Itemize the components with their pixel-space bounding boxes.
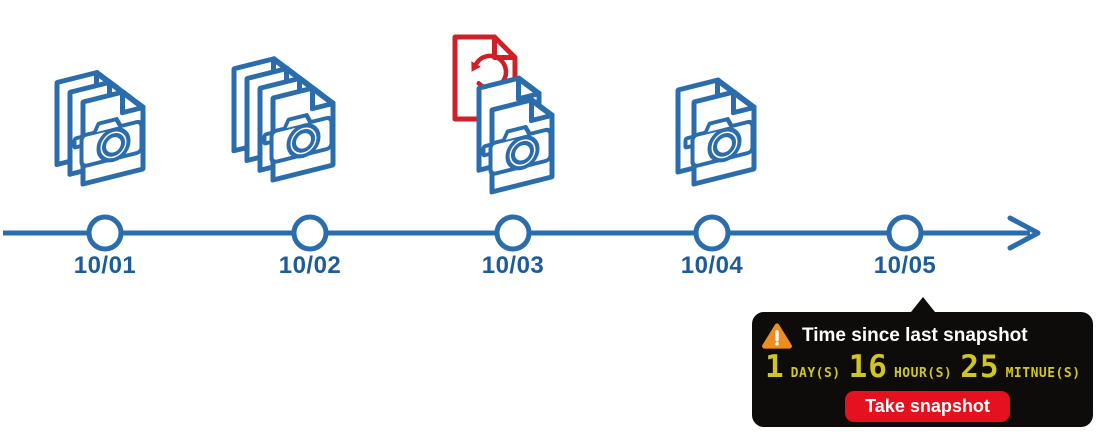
date-label-10-03: 10/03 — [481, 252, 545, 279]
date-label-10-01: 10/01 — [73, 252, 137, 279]
date-label-10-02: 10/02 — [278, 252, 342, 279]
elapsed-minutes-value: 25 — [960, 349, 1000, 385]
elapsed-days-value: 1 — [765, 349, 785, 385]
timeline-node-10-04 — [693, 214, 731, 252]
restore-arrow-document-icon — [450, 28, 558, 200]
elapsed-days-unit: DAY(S) — [790, 366, 841, 381]
warning-triangle-icon — [762, 323, 792, 349]
camera-document-icon — [46, 58, 148, 190]
date-label-10-05: 10/05 — [873, 252, 937, 279]
date-label-10-04: 10/04 — [680, 252, 744, 279]
tooltip-title: Time since last snapshot — [802, 325, 1028, 346]
elapsed-hours-unit: HOUR(S) — [893, 366, 953, 381]
timeline-node-10-05 — [886, 214, 924, 252]
camera-document-icon — [668, 74, 762, 192]
timeline-node-10-03 — [494, 214, 532, 252]
timeline-node-10-01 — [86, 214, 124, 252]
tooltip-pointer — [911, 297, 935, 312]
time-since-snapshot-tooltip: Time since last snapshot 1 DAY(S) 16 HOU… — [752, 297, 1093, 427]
take-snapshot-button[interactable]: Take snapshot — [845, 391, 1010, 422]
elapsed-hours-value: 16 — [848, 349, 888, 385]
camera-document-icon — [220, 48, 338, 188]
elapsed-minutes-unit: MITNUE(S) — [1005, 366, 1081, 381]
elapsed-time-display: 1 DAY(S) 16 HOUR(S) 25 MITNUE(S) — [765, 352, 1089, 383]
timeline-node-10-02 — [291, 214, 329, 252]
arrow-right-icon — [1007, 215, 1041, 251]
